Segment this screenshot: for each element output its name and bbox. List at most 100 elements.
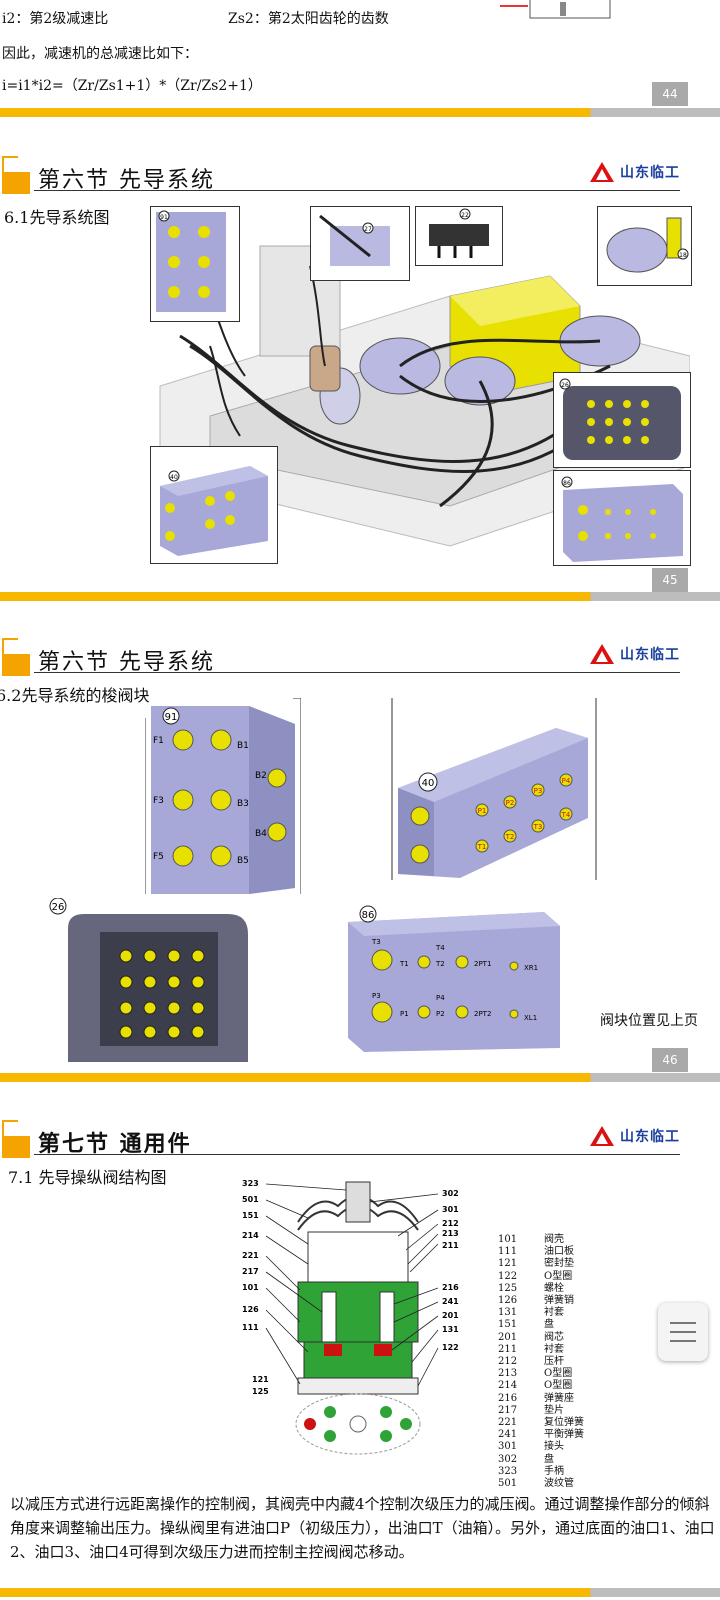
inset-block-91: 91: [150, 206, 240, 322]
slide-45: 第六节 先导系统 山东临工 6.1先导系统图: [0, 150, 720, 612]
part-name: 油口板: [544, 1246, 574, 1258]
valve-block-86: 86 T3 T1 T4 T2 2PT1 XR1 P3 P1 P4 P2 2PT2…: [348, 905, 560, 1052]
port-label: B1: [237, 741, 249, 751]
section-marker: [2, 1136, 30, 1158]
block-label: 86: [362, 910, 375, 921]
gear-figure-fragment: [500, 0, 611, 19]
note-text: 阀块位置见上页: [600, 1013, 698, 1029]
diagram-label: 126: [242, 1305, 259, 1314]
valve-block-91: 91 F1 F3 F5 B1 B3 B5 B2 B4: [145, 698, 301, 894]
section-title: 第六节 先导系统: [38, 650, 215, 675]
diagram-label: 217: [242, 1267, 259, 1276]
port-label: P1: [478, 807, 487, 815]
footer-bar: [0, 1588, 720, 1597]
part-number: 213: [498, 1368, 518, 1380]
part-number: 301: [498, 1441, 518, 1453]
diagram-label: 241: [442, 1297, 459, 1306]
section-title: 第七节 通用件: [38, 1131, 192, 1157]
callout-number: 27: [364, 226, 372, 233]
part-name: O型圈: [544, 1368, 573, 1380]
part-name: 波纹管: [544, 1478, 574, 1490]
slide-46: 第六节 先导系统 山东临工 6.2先导系统的梭阀块 91 F1 F3 F5 B1…: [0, 632, 720, 1094]
sdlg-logo-icon: [590, 644, 614, 664]
part-number: 221: [498, 1417, 518, 1429]
slide-44: i2：第2级减速比 Zs2：第2太阳齿轮的齿数 因此，减速机的总减速比如下： i…: [0, 0, 720, 118]
menu-icon-bar: [670, 1322, 696, 1324]
port-label: B5: [237, 856, 249, 866]
parts-legend-row: 216 弹簧座: [498, 1393, 584, 1405]
callout-number: 18: [679, 252, 687, 259]
parts-legend-row: 213 O型圈: [498, 1368, 584, 1380]
diagram-label: 151: [242, 1211, 259, 1220]
port-label: 2PT2: [474, 1010, 491, 1018]
port-label: T1: [477, 843, 487, 851]
part-name: 平衡弹簧: [544, 1429, 584, 1441]
part-number: 201: [498, 1331, 518, 1343]
port-label: T3: [533, 823, 543, 831]
subtitle: 6.1先导系统图: [4, 208, 110, 227]
part-name: 压杆: [544, 1356, 564, 1368]
section-title: 第六节 先导系统: [38, 168, 215, 193]
diagram-label: 211: [442, 1241, 459, 1250]
menu-icon-bar: [670, 1340, 696, 1342]
diagram-label: 111: [242, 1323, 259, 1332]
footer-bar: [0, 108, 720, 117]
part-name: 手柄: [544, 1465, 564, 1477]
callout-number: 22: [461, 212, 469, 219]
port-label: F3: [153, 796, 164, 806]
section-marker: [2, 172, 30, 194]
part-number: 111: [498, 1246, 518, 1258]
part-number: 126: [498, 1295, 518, 1307]
part-name: O型圈: [544, 1380, 573, 1392]
block-label: 26: [52, 902, 65, 913]
port-label: XL1: [524, 1014, 537, 1022]
port-label: P2: [506, 799, 515, 807]
section-marker: [2, 654, 30, 676]
valve-block-40: 40 P4 P3 T3 T4 P2 P1 T2 T1: [391, 698, 597, 880]
block-label: 91: [165, 712, 178, 723]
formula: i=i1*i2=（Zr/Zs1+1）*（Zr/Zs2+1）: [2, 78, 262, 94]
part-number: 101: [498, 1234, 518, 1245]
part-number: 216: [498, 1392, 518, 1404]
port-label: B2: [255, 771, 267, 781]
description-paragraph: 以减压方式进行远距离操作的控制阀，其阀壳中内藏4个控制次级压力的减压阀。通过调整…: [10, 1495, 715, 1561]
parts-legend-row: 111 油口板: [498, 1246, 584, 1258]
menu-icon-bar: [670, 1331, 696, 1333]
subtitle: 6.2先导系统的梭阀块: [0, 686, 150, 705]
text-line: i2：第2级减速比: [2, 11, 109, 27]
port-label: T4: [435, 944, 445, 952]
part-number: 211: [498, 1343, 518, 1355]
port-label: F5: [153, 852, 164, 862]
diagram-label: 201: [442, 1311, 459, 1320]
part-number: 323: [498, 1465, 518, 1477]
port-label: P1: [400, 1010, 409, 1018]
part-number: 151: [498, 1319, 518, 1331]
part-number: 121: [498, 1258, 518, 1270]
title-rule: [34, 672, 680, 673]
part-name: O型圈: [544, 1270, 573, 1282]
diagram-label: 221: [242, 1251, 259, 1260]
part-number: 217: [498, 1404, 518, 1416]
part-name: 螺栓: [544, 1282, 564, 1294]
part-name: 阀芯: [544, 1331, 564, 1343]
port-label: 2PT1: [474, 960, 491, 968]
part-number: 131: [498, 1307, 518, 1319]
port-label: P4: [562, 777, 571, 785]
port-label: P3: [372, 992, 381, 1000]
menu-button[interactable]: [658, 1303, 708, 1361]
diagram-label: 121: [252, 1375, 269, 1384]
section-marker-corner: [2, 1120, 18, 1136]
diagram-label: 101: [242, 1283, 259, 1292]
diagram-label: 131: [442, 1325, 459, 1334]
part-name: 弹簧座: [544, 1392, 574, 1404]
diagram-label: 302: [442, 1189, 459, 1198]
subtitle: 7.1 先导操纵阀结构图: [8, 1168, 167, 1187]
